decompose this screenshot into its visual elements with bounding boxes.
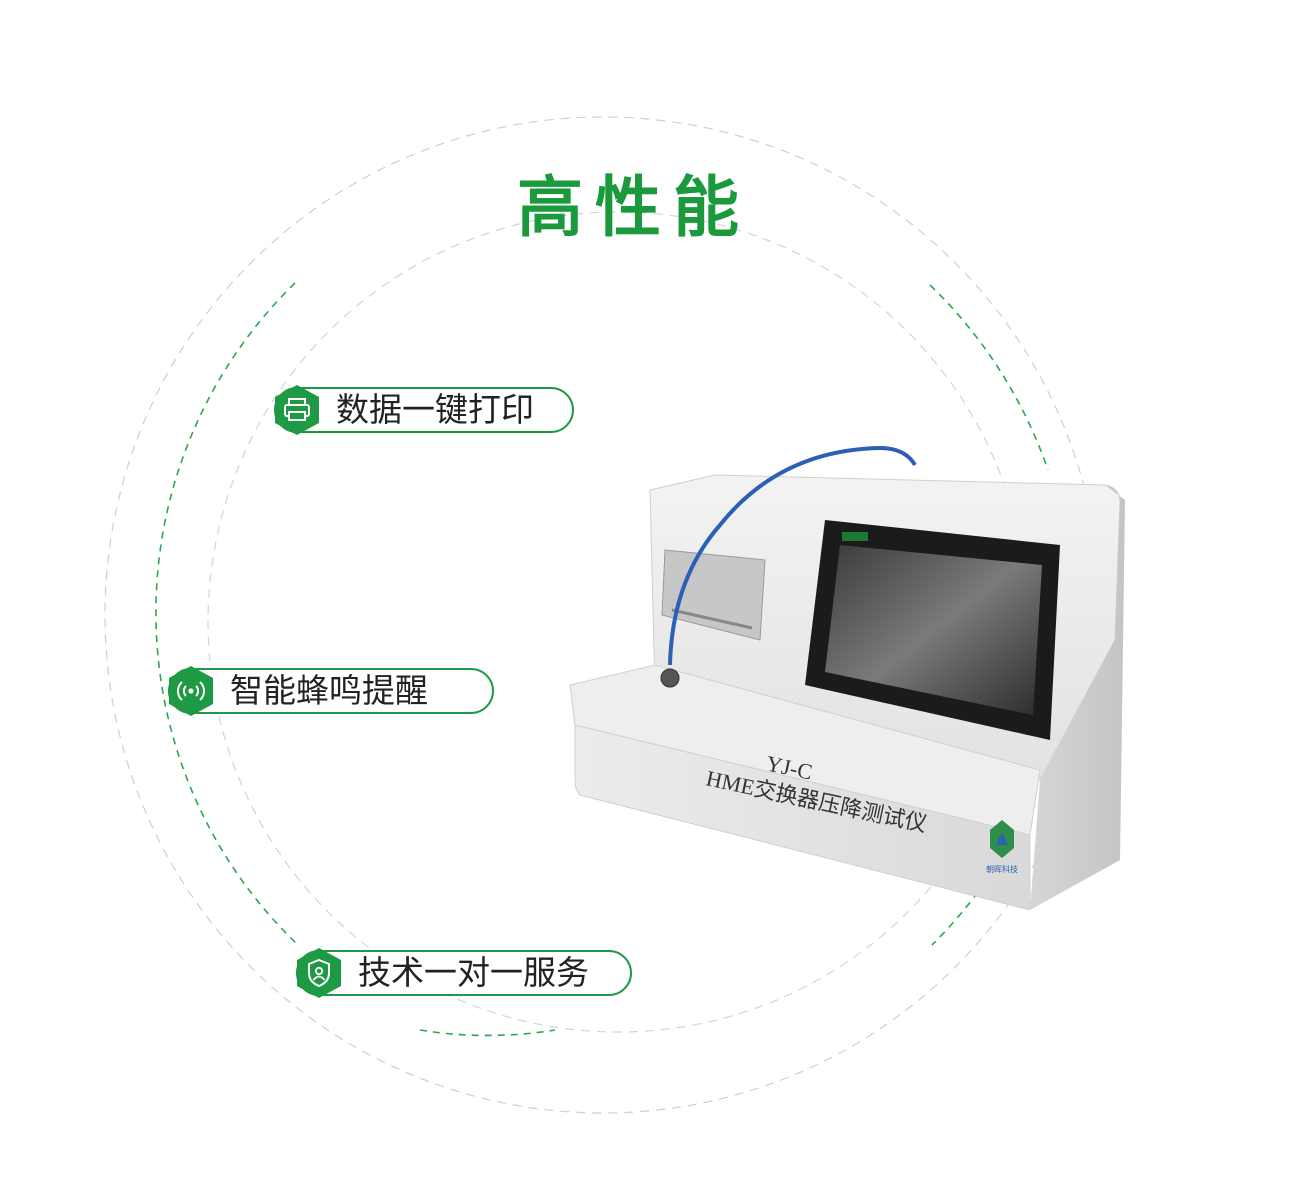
green-arc-right-top	[929, 284, 1049, 471]
feature-label: 智能蜂鸣提醒	[230, 671, 428, 710]
printer-icon	[275, 385, 319, 435]
air-tube	[668, 445, 917, 666]
feature-smart-buzzer: 智能蜂鸣提醒	[168, 666, 494, 716]
user-shield-icon	[297, 948, 341, 998]
green-arc-left	[155, 282, 299, 946]
screen-brand-tag	[842, 532, 868, 541]
device-base-top	[569, 664, 1041, 836]
feature-technical-service: 技术一对一服务	[296, 948, 632, 998]
feature-label: 技术一对一服务	[358, 953, 589, 992]
sound-wave-icon	[169, 666, 213, 716]
green-arc-bottom	[419, 1029, 556, 1037]
tube-connector	[660, 668, 680, 688]
feature-data-print: 数据一键打印	[274, 385, 574, 435]
device-right-side	[1030, 485, 1125, 910]
page-title: 高性能	[517, 169, 751, 246]
brand-logo: 朝晖科技	[986, 820, 1018, 874]
hme-pressure-drop-tester-device: YJ-C HME交换器压降测试仪 朝晖科技	[569, 445, 1125, 910]
feature-label: 数据一键打印	[336, 390, 534, 429]
printer-slot-opening	[671, 608, 753, 630]
touch-screen	[825, 545, 1042, 715]
device-base-front	[574, 724, 1031, 910]
brand-name-label: 朝晖科技	[986, 864, 1018, 874]
